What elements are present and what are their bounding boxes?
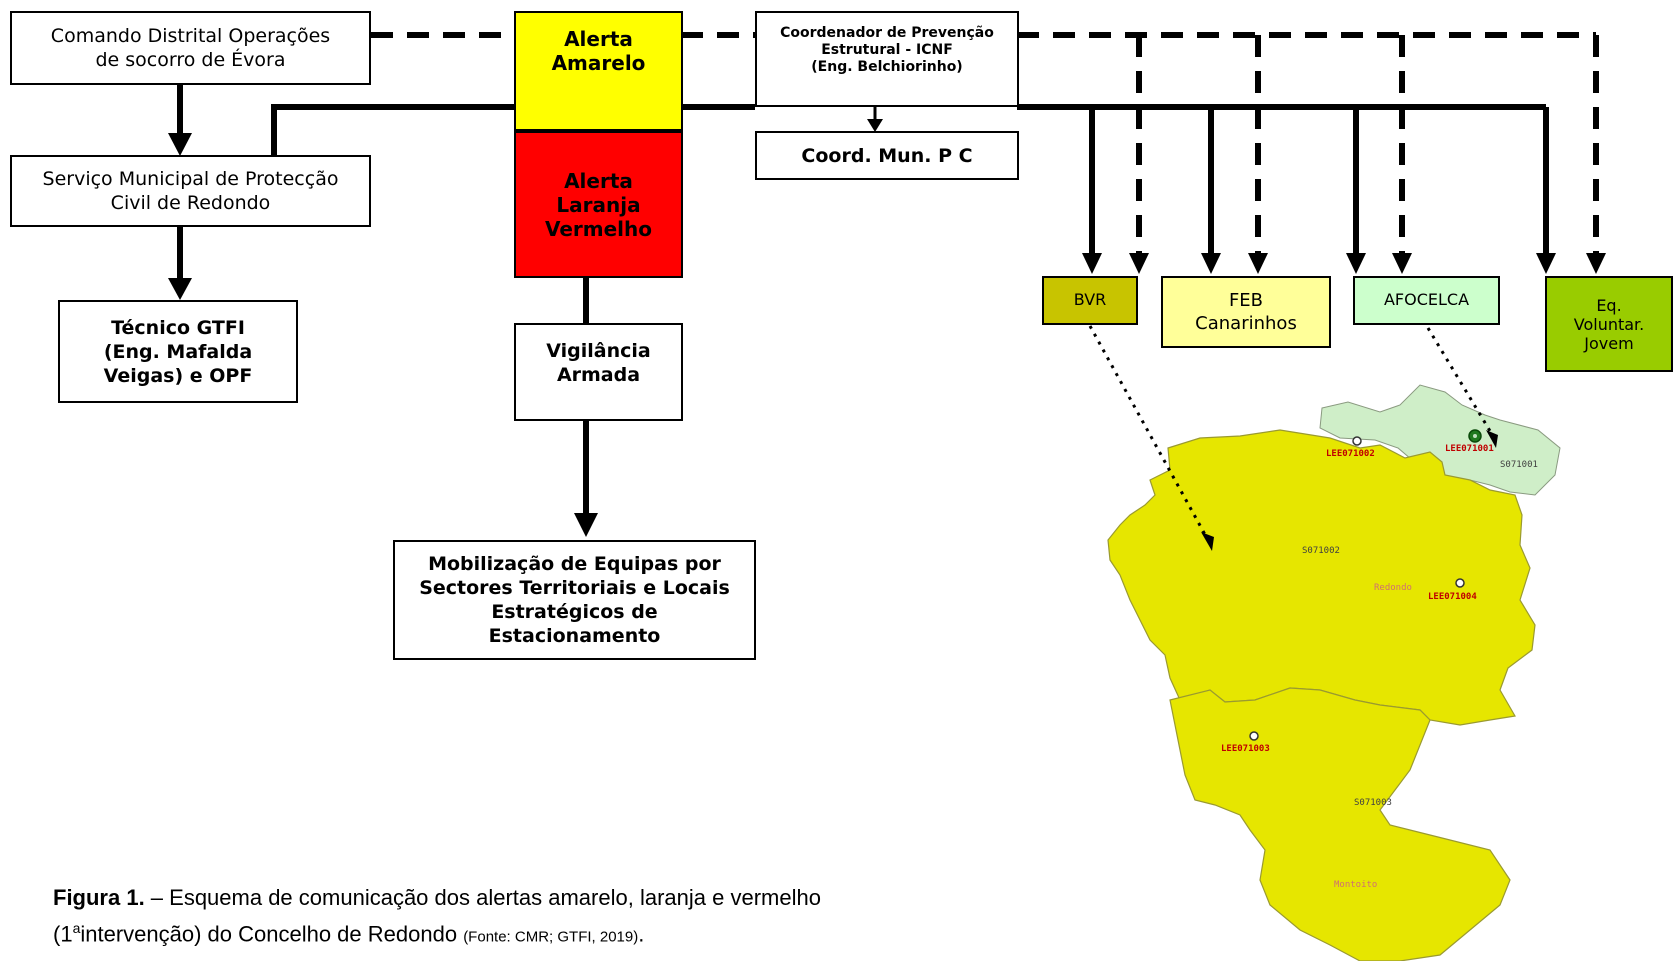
coord-mun-pc-box: Coord. Mun. P C [755, 131, 1019, 180]
vigilancia-line-2: Armada [556, 364, 641, 386]
mobilizacao-equipas-box: Mobilização de Equipas por Sectores Terr… [393, 540, 756, 660]
alerta-amarelo-box: Alerta Amarelo [514, 11, 683, 131]
eq-voluntar-line-3: Jovem [1584, 333, 1634, 353]
map-label-s071001: S071001 [1500, 460, 1538, 470]
redondo-map [1107, 384, 1561, 961]
solid-arrowheads [168, 119, 1556, 537]
coordenador-line-3: (Eng. Belchiorinho) [811, 59, 963, 75]
caption-text: – Esquema de comunicação dos alertas ama… [144, 885, 821, 910]
servico-line-2: Civil de Redondo [110, 192, 271, 214]
map-region-s071003 [1169, 687, 1511, 961]
mobilizacao-line-3: Estratégicos de [491, 601, 658, 623]
servico-municipal-box: Serviço Municipal de Protecção Civil de … [10, 155, 371, 227]
map-label-lee071001: LEE071001 [1445, 444, 1494, 454]
comando-line-2: de socorro de Évora [95, 49, 286, 71]
map-site-lee071004 [1455, 578, 1465, 588]
afocelca-label: AFOCELCA [1383, 290, 1470, 309]
caption-bold: Figura 1. [53, 885, 145, 910]
comando-distrital-box: Comando Distrital Operações de socorro d… [10, 11, 371, 85]
tecnico-gtfi-box: Técnico GTFI (Eng. Mafalda Veigas) e OPF [58, 300, 298, 403]
coord-mun-line-1: Coord. Mun. P C [801, 144, 973, 167]
alerta-laranja-line-2: Laranja [556, 193, 641, 217]
map-region-s071001-green [1319, 384, 1561, 496]
alerta-laranja-line-3: Vermelho [544, 217, 653, 241]
solid-connectors [177, 84, 1549, 515]
coordenador-line-1: Coordenador de Prevenção [780, 25, 994, 41]
tecnico-line-3: Veigas) e OPF [103, 364, 253, 387]
eq-voluntar-jovem-box: Eq. Voluntar. Jovem [1545, 276, 1673, 372]
caption-line2-text: intervenção) do Concelho de Redondo [80, 921, 464, 947]
feb-canarinhos-box: FEB Canarinhos [1161, 276, 1331, 348]
map-label-lee071002: LEE071002 [1326, 449, 1375, 459]
feb-line-2: Canarinhos [1195, 313, 1297, 334]
map-site-lee071003 [1249, 731, 1259, 741]
eq-voluntar-line-1: Eq. [1596, 295, 1622, 315]
map-label-lee071004: LEE071004 [1428, 592, 1477, 602]
map-label-s071002: S071002 [1302, 546, 1340, 556]
coordenador-prevencao-box: Coordenador de Prevenção Estrutural - IC… [755, 11, 1019, 107]
figure-caption: Figura 1. – Esquema de comunicação dos a… [53, 883, 821, 952]
caption-line-1: Figura 1. – Esquema de comunicação dos a… [53, 883, 821, 913]
bvr-label: BVR [1073, 290, 1107, 309]
tecnico-line-2: (Eng. Mafalda [103, 340, 253, 363]
mobilizacao-line-4: Estacionamento [488, 625, 661, 647]
tecnico-line-1: Técnico GTFI [111, 316, 245, 339]
map-label-montoito: Montoito [1334, 880, 1378, 890]
dashed-arrowheads [1129, 253, 1606, 274]
bvr-box: BVR [1042, 276, 1138, 325]
map-label-lee071003: LEE071003 [1221, 744, 1270, 754]
map-region-s071002 [1107, 429, 1536, 726]
mobilizacao-line-1: Mobilização de Equipas por [428, 553, 721, 575]
servico-line-1: Serviço Municipal de Protecção [42, 168, 339, 190]
caption-superscript: a [72, 920, 81, 936]
dashed-connectors [371, 32, 1599, 255]
alerta-laranja-vermelho-box: Alerta Laranja Vermelho [514, 131, 683, 278]
map-label-redondo: Redondo [1374, 583, 1412, 593]
alerta-amarelo-line-2: Amarelo [551, 51, 646, 75]
mobilizacao-line-2: Sectores Territoriais e Locais [419, 577, 730, 599]
alerta-amarelo-line-1: Alerta [564, 27, 633, 51]
caption-end: . [638, 921, 645, 947]
map-site-lee071002 [1352, 436, 1362, 446]
afocelca-box: AFOCELCA [1353, 276, 1500, 325]
comando-line-1: Comando Distrital Operações [50, 25, 331, 47]
map-label-s071003: S071003 [1354, 798, 1392, 808]
coordenador-line-2: Estrutural - ICNF [821, 42, 953, 58]
eq-voluntar-line-2: Voluntar. [1573, 314, 1645, 334]
caption-source: (Fonte: CMR; GTFI, 2019) [463, 928, 639, 946]
alerta-laranja-line-1: Alerta [564, 169, 633, 193]
feb-line-1: FEB [1228, 290, 1264, 311]
vigilancia-armada-box: Vigilância Armada [514, 323, 683, 421]
vigilancia-line-1: Vigilância [546, 340, 651, 362]
afocelca-dotted-arrow [1426, 327, 1495, 437]
caption-line2-pre: (1 [53, 921, 73, 947]
caption-line-2: (1aintervenção) do Concelho de Redondo (… [53, 913, 821, 952]
